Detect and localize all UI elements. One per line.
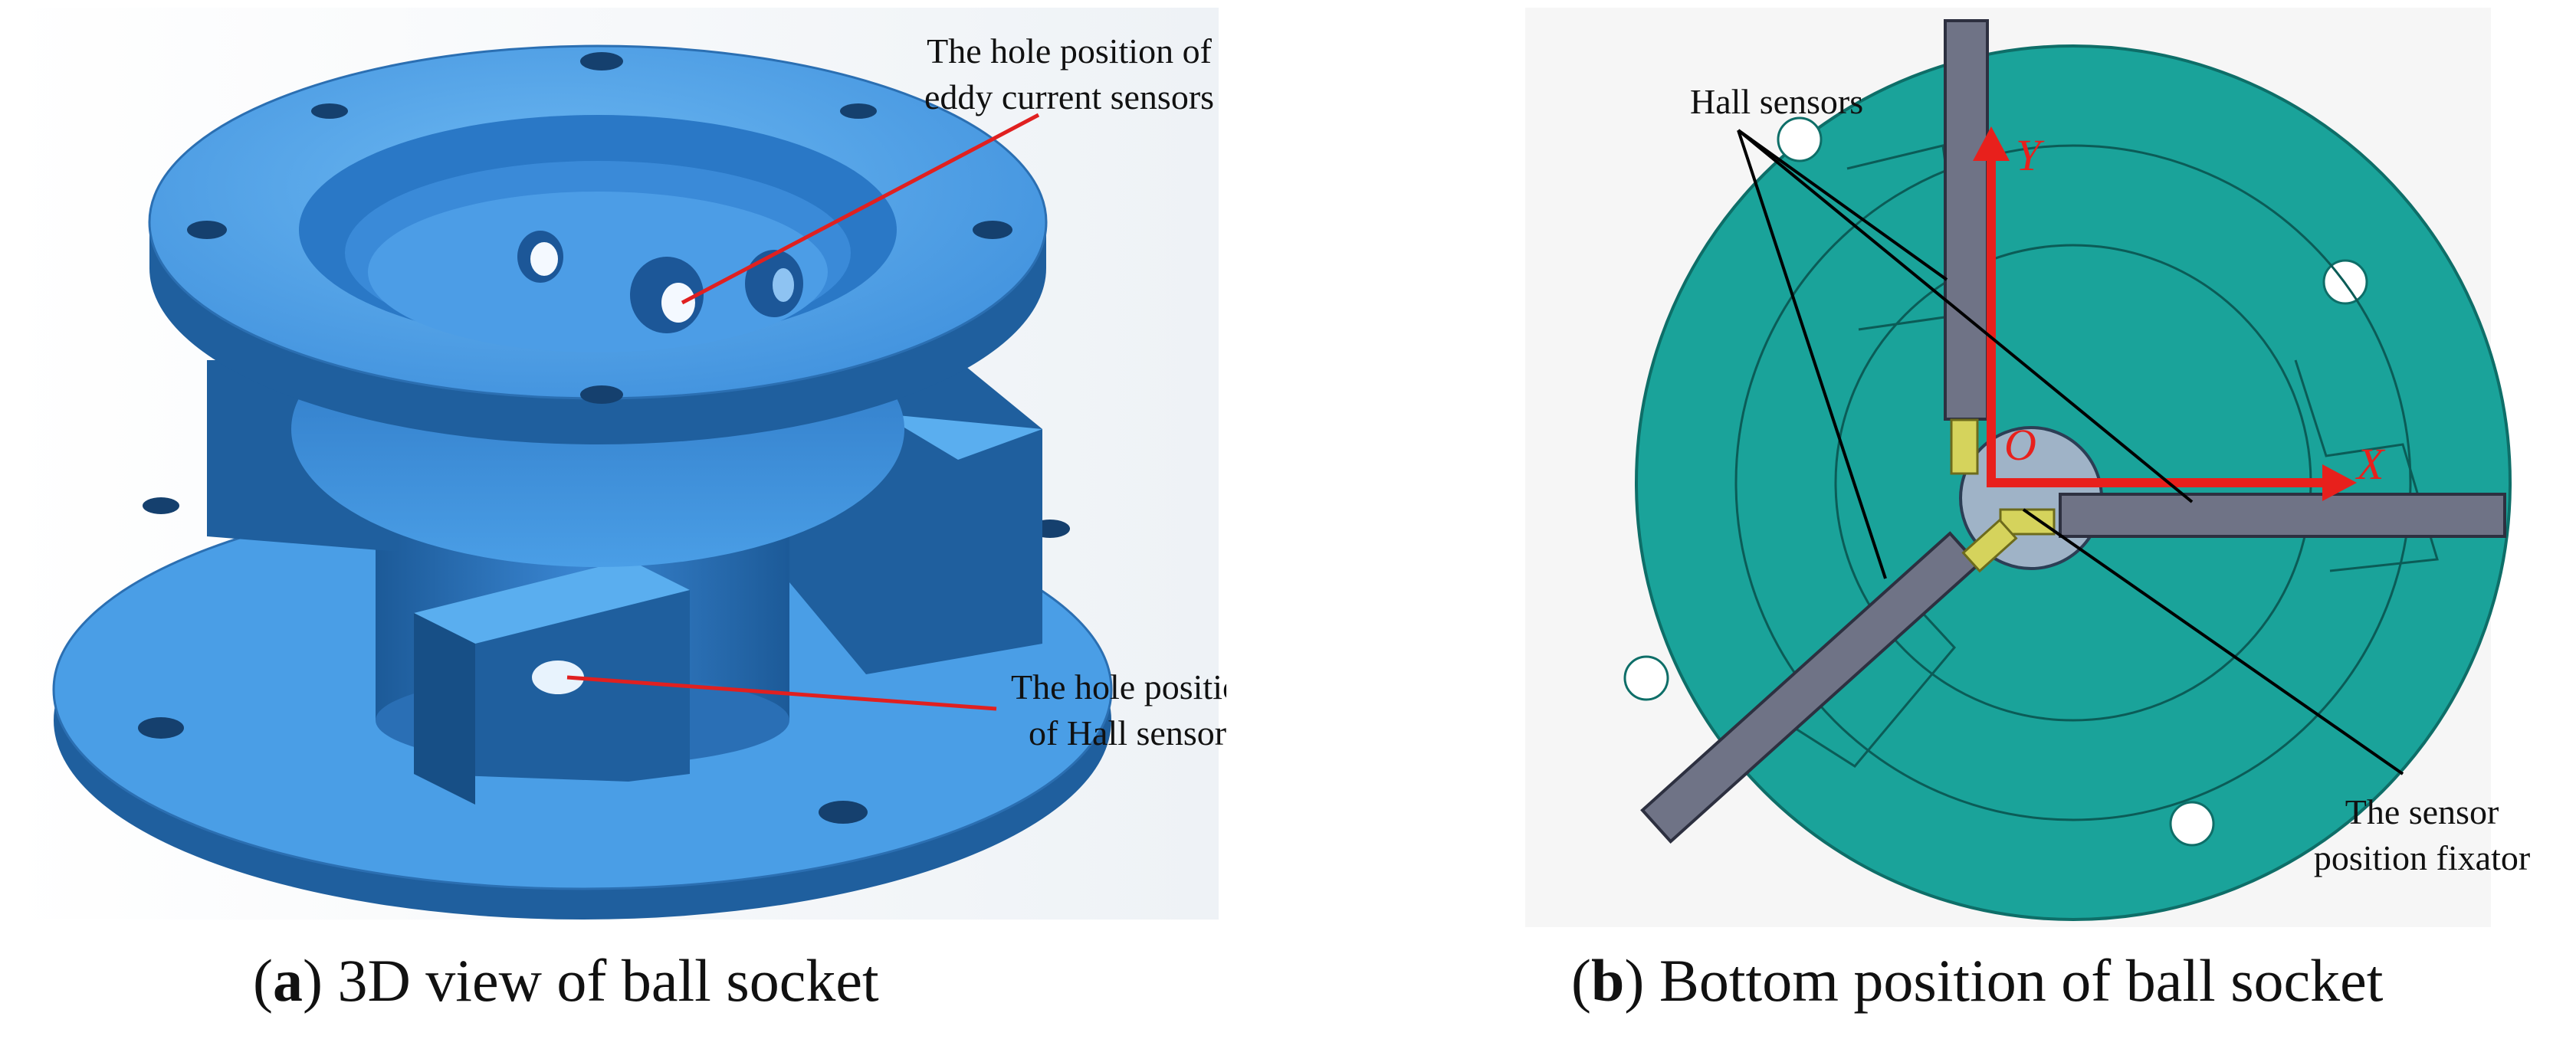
eddy-label-line2: eddy current sensors [924, 77, 1214, 116]
hall-hole-label-line2: of Hall sensors [1029, 713, 1226, 752]
caption-b-letter: b [1590, 947, 1625, 1014]
hall-sensor-y [1944, 19, 1989, 421]
bolt-hole [311, 103, 348, 119]
ball-socket-bottom-drawing: Y X O Hall sensors The sensor position f… [1525, 8, 2530, 927]
fixator-label-line1: The sensor [2345, 792, 2499, 831]
caption-a-text: 3D view of ball socket [322, 947, 879, 1014]
mounting-holes [1623, 116, 2368, 847]
bolt-hole [580, 52, 623, 70]
leader-lines [1737, 129, 2404, 775]
hall-element [1961, 518, 2018, 573]
bolt-hole [840, 103, 877, 119]
caption-b-text: Bottom position of ball socket [1644, 947, 2384, 1014]
panel-bottom-view: Y X O Hall sensors The sensor position f… [1525, 0, 2576, 1045]
eddy-leader-line [681, 113, 1040, 305]
bolt-hole [819, 801, 868, 824]
top-flange [148, 44, 1048, 444]
bolt-hole [973, 221, 1012, 239]
bolt-hole [143, 497, 179, 514]
hall-sensors-label: Hall sensors [1690, 82, 1863, 121]
eddy-current-sensor-holes [517, 231, 803, 333]
eddy-label-line1: The hole position of [927, 31, 1212, 70]
hall-hole-leader-line [566, 675, 997, 711]
panel-3d-view: The hole position of eddy current sensor… [0, 0, 1258, 1045]
hall-hole-label-line1: The hole position [1011, 667, 1226, 706]
caption-a-letter: a [272, 947, 303, 1014]
fixator-label-line2: position fixator [2314, 838, 2530, 877]
x-axis-label: X [2355, 439, 2386, 489]
caption-a: (a) 3D view of ball socket [253, 947, 879, 1014]
y-axis-arrow [1973, 126, 2010, 161]
bolt-hole [187, 221, 227, 239]
hall-sensor-x [2059, 493, 2506, 538]
bolt-hole [580, 385, 623, 404]
bolt-hole [138, 717, 184, 739]
y-axis-label: Y [2016, 130, 2045, 180]
hall-sensor-hole [532, 661, 584, 694]
ball-socket-3d-drawing: The hole position of eddy current sensor… [8, 8, 1258, 920]
x-axis-arrow [2322, 464, 2357, 501]
origin-label: O [2004, 420, 2036, 470]
hall-element [1950, 418, 1979, 475]
coordinate-axes: Y X O [1973, 126, 2386, 501]
hall-sensor-diagonal [1640, 531, 1980, 844]
caption-b: (b) Bottom position of ball socket [1571, 947, 2384, 1014]
